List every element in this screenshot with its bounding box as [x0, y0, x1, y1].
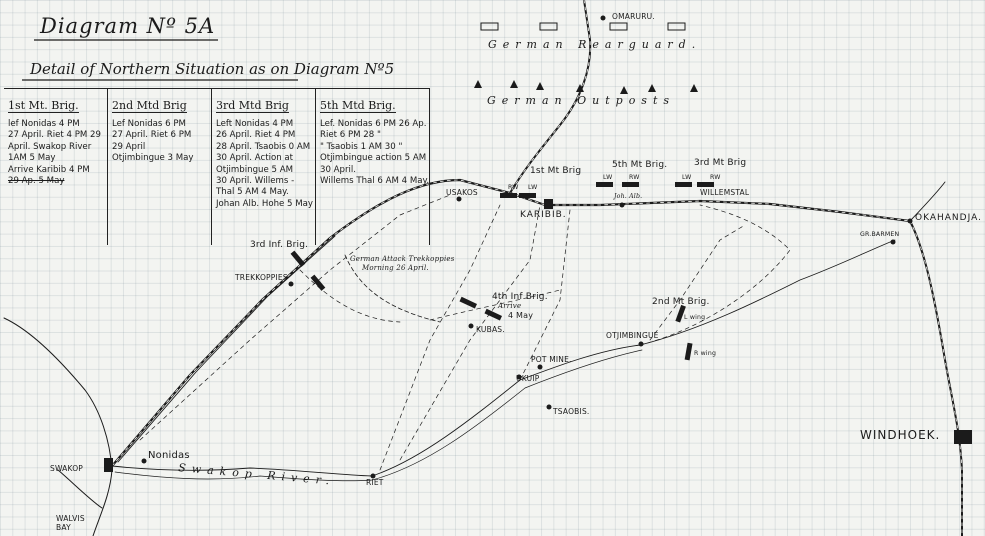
- advance-arrows-1: [139, 194, 451, 441]
- col-heading: 2nd Mtd Brig: [112, 99, 187, 113]
- railway-south: [909, 220, 963, 536]
- label-3rd-inf-brig: 3rd Inf. Brig.: [250, 240, 309, 250]
- col-line: 27 April. Riet 6 PM: [112, 130, 192, 141]
- col-line: Lef Nonidas 6 PM: [112, 119, 186, 129]
- col-line: Arrive Karibib 4 PM: [8, 164, 90, 175]
- col-line: Otjimbingue 3 May: [112, 153, 194, 164]
- german-attack-label: German Attack Trekkoppies: [350, 255, 455, 263]
- col-heading: 1st Mt. Brig.: [8, 99, 79, 113]
- place-tsaobis: TSAOBIS.: [553, 407, 590, 416]
- swakop-river-2: [114, 349, 643, 482]
- place-walvis-bay: WALVIS BAY: [56, 514, 85, 532]
- label-4th-inf-brig: 4th Inf Brig.: [492, 292, 548, 302]
- col-line: 30 April.: [320, 164, 357, 175]
- label-l-wing: L wing: [684, 314, 706, 321]
- advance-arrows-6: [649, 224, 746, 341]
- place-ukuip: UKUIP: [516, 374, 540, 383]
- advance-arrows-8: [299, 269, 401, 323]
- label-lw-3rd: LW: [682, 174, 692, 181]
- railway-main-dash: [111, 179, 911, 467]
- col-line: 26 April. Riet 4 PM: [216, 130, 296, 141]
- diagram-title: Diagram Nº 5A: [40, 14, 216, 38]
- railway-parallel: [117, 235, 336, 463]
- label-2nd-mt-brig: 2nd Mt Brig.: [652, 297, 710, 307]
- label-lw-1st: LW: [528, 184, 538, 191]
- diagram-subtitle: Detail of Northern Situation as on Diagr…: [30, 60, 395, 78]
- label-1st-mt-brig: 1st Mt Brig: [530, 166, 582, 176]
- place-pot-mine: POT MINE.: [531, 355, 572, 364]
- col-line: Otjimbingue 5 AM: [216, 164, 293, 175]
- col-heading: 3rd Mtd Brig: [216, 99, 289, 113]
- col-line: 28 April. Tsaobis 0 AM: [216, 141, 311, 152]
- col-line: " Tsaobis 1 AM 30 ": [320, 141, 403, 152]
- label-rw-5th: RW: [629, 174, 640, 181]
- col-1st-mt-brig: 1st Mt. Brig. lef Nonidas 4 PM 27 April.…: [4, 89, 108, 245]
- coastline: [3, 317, 113, 536]
- col-5th-mtd-brig: 5th Mtd Brig. Lef. Nonidas 6 PM 26 Ap. R…: [316, 89, 430, 245]
- place-gr-barmen: GR.BARMEN: [860, 231, 900, 238]
- col-line: Thal 5 AM 4 May.: [216, 187, 289, 198]
- col-line: 30 April. Willems -: [216, 176, 295, 187]
- railway-east: [909, 181, 946, 222]
- brigade-movements-table: 1st Mt. Brig. lef Nonidas 4 PM 27 April.…: [4, 88, 430, 247]
- col-line-struck: 29 Ap. 5 May: [8, 176, 65, 187]
- place-swakop: SWAKOP: [50, 464, 84, 473]
- place-willemstal: WILLEMSTAL: [700, 188, 750, 197]
- label-rw-1st: RW: [508, 184, 519, 191]
- col-heading: 5th Mtd Brig.: [320, 99, 396, 113]
- advance-arrows-7: [429, 289, 561, 321]
- place-okahandja: OKAHANDJA.: [915, 213, 982, 223]
- col-line: Johan Alb. Hohe 5 May: [216, 198, 314, 209]
- railway-north-dash: [509, 0, 591, 194]
- advance-arrows-3: [399, 204, 541, 461]
- col-3rd-mtd-brig: 3rd Mtd Brig Left Nonidas 4 PM 26 April.…: [212, 89, 316, 245]
- river-okahandja: [639, 239, 896, 346]
- col-line: Lef. Nonidas 6 PM 26 Ap.: [320, 119, 427, 129]
- col-2nd-mtd-brig: 2nd Mtd Brig Lef Nonidas 6 PM 27 April. …: [108, 89, 212, 245]
- col-line: 30 April. Action at: [216, 153, 294, 164]
- label-lw-5th: LW: [603, 174, 613, 181]
- advance-arrows-5: [639, 204, 791, 346]
- advance-arrows-2: [379, 204, 501, 471]
- place-kubas: KUBAS.: [476, 325, 505, 334]
- german-rearguard-label: German Rearguard.: [488, 38, 702, 51]
- german-attack-arc: [344, 254, 441, 323]
- col-line: 29 April: [112, 141, 146, 152]
- label-4th-inf-date: 4 May: [508, 311, 534, 320]
- advance-arrows-4: [519, 209, 571, 381]
- place-otjimbingue: OTJIMBINGUE: [606, 331, 659, 340]
- place-usakos: USAKOS: [446, 188, 478, 197]
- col-line: Riet 6 PM 28 ": [320, 130, 381, 141]
- place-nonidas: Nonidas: [148, 450, 190, 461]
- label-4th-inf-arrive: Arrive: [498, 302, 522, 310]
- col-line: 27 April. Riet 4 PM 29: [8, 130, 101, 141]
- place-riet: RIET: [366, 478, 384, 487]
- german-attack-date: Morning 26 April.: [362, 264, 429, 272]
- col-line: Left Nonidas 4 PM: [216, 119, 294, 129]
- german-outposts-label: German Outposts: [487, 94, 676, 107]
- col-line: Otjimbingue action 5 AM: [320, 153, 427, 164]
- place-omaruru: OMARURU.: [612, 12, 655, 21]
- label-rw-3rd: RW: [710, 174, 721, 181]
- col-line: lef Nonidas 4 PM: [8, 119, 80, 129]
- col-line: April. Swakop River: [8, 141, 92, 152]
- place-trekkoppies: TREKKOPPIES: [235, 273, 288, 282]
- place-windhoek: WINDHOEK.: [860, 428, 941, 442]
- label-3rd-mt-brig: 3rd Mt Brig: [694, 158, 747, 168]
- col-line: Willems Thal 6 AM 4 May.: [320, 176, 430, 187]
- label-5th-mt-brig: 5th Mt Brig.: [612, 160, 668, 170]
- col-line: 1AM 5 May: [8, 153, 56, 164]
- label-joh-alb: Joh. Alb.: [614, 193, 643, 200]
- label-r-wing: R wing: [694, 350, 717, 357]
- coastline-south: [57, 469, 103, 509]
- railway-south-dash: [909, 220, 963, 536]
- place-karibib: KARIBIB.: [520, 210, 567, 220]
